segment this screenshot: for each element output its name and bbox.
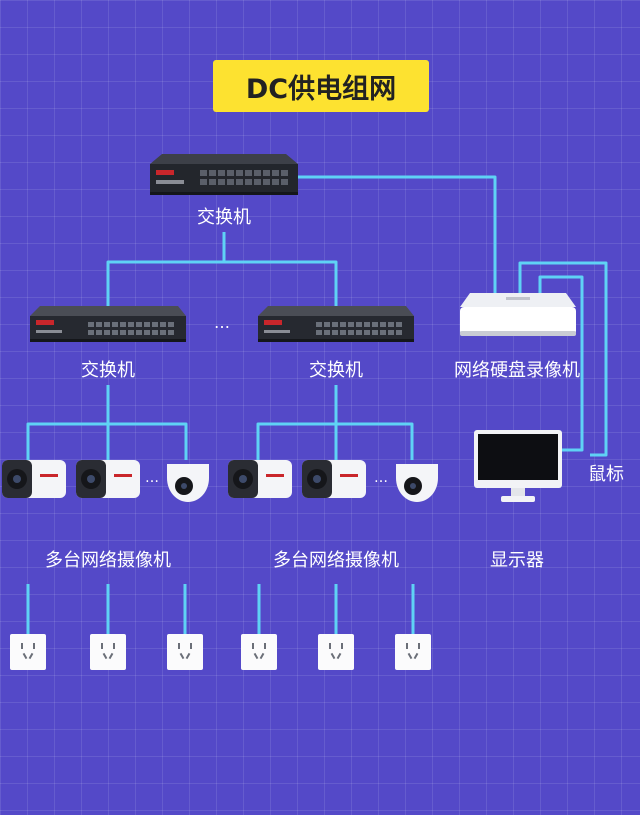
power-socket-icon bbox=[241, 634, 277, 670]
core-switch-icon bbox=[150, 154, 298, 195]
camera-ellipsis-right: … bbox=[374, 470, 388, 486]
wire-nvr-to-mouse bbox=[538, 275, 584, 452]
power-socket-icon bbox=[90, 634, 126, 670]
switch-right-icon bbox=[258, 306, 414, 342]
bullet-camera-icon bbox=[2, 460, 66, 498]
power-socket-icon bbox=[395, 634, 431, 670]
diagram-title: DC供电组网 bbox=[213, 60, 429, 112]
switch-left-label: 交换机 bbox=[81, 360, 135, 381]
camera-ellipsis-left: … bbox=[145, 470, 159, 486]
cameras-left-label: 多台网络摄像机 bbox=[45, 550, 171, 571]
cameras-right-label: 多台网络摄像机 bbox=[273, 550, 399, 571]
power-socket-icon bbox=[318, 634, 354, 670]
nvr-icon bbox=[460, 293, 576, 336]
core-switch-label: 交换机 bbox=[197, 207, 251, 228]
bullet-camera-icon bbox=[302, 460, 366, 498]
power-socket-icon bbox=[10, 634, 46, 670]
dome-camera-icon bbox=[167, 464, 209, 502]
switch-left-icon bbox=[30, 306, 186, 342]
mouse-label: 鼠标 bbox=[588, 464, 624, 485]
nvr-label: 网络硬盘录像机 bbox=[454, 360, 580, 381]
monitor-label: 显示器 bbox=[490, 550, 544, 571]
wire-core-branch bbox=[106, 260, 338, 314]
power-socket-icon bbox=[167, 634, 203, 670]
switch-right-label: 交换机 bbox=[309, 360, 363, 381]
dome-camera-icon bbox=[396, 464, 438, 502]
wire-nvr-to-monitor bbox=[518, 261, 608, 457]
monitor-icon bbox=[474, 430, 562, 502]
switch-ellipsis: … bbox=[214, 313, 230, 332]
wire-core-to-nvr bbox=[298, 175, 497, 295]
bullet-camera-icon bbox=[76, 460, 140, 498]
bullet-camera-icon bbox=[228, 460, 292, 498]
